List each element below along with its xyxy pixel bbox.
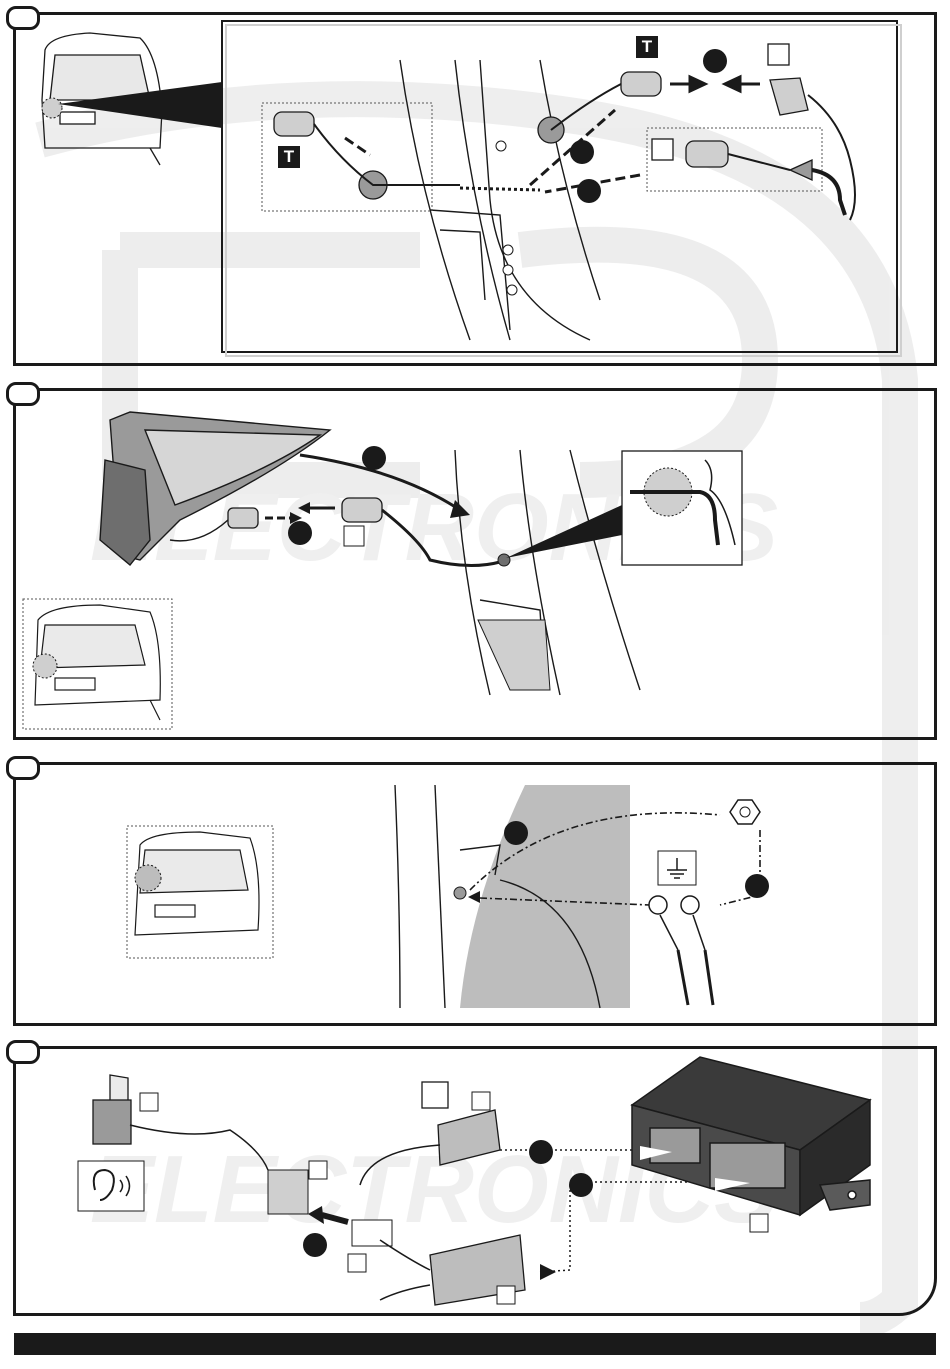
footer-bar — [14, 1333, 936, 1355]
connector-icon — [268, 1170, 308, 1214]
control-module-icon — [632, 1057, 870, 1215]
panel-4-drawing — [0, 0, 950, 1330]
buzzer-icon — [93, 1075, 131, 1144]
ear-sound-icon — [78, 1161, 144, 1211]
